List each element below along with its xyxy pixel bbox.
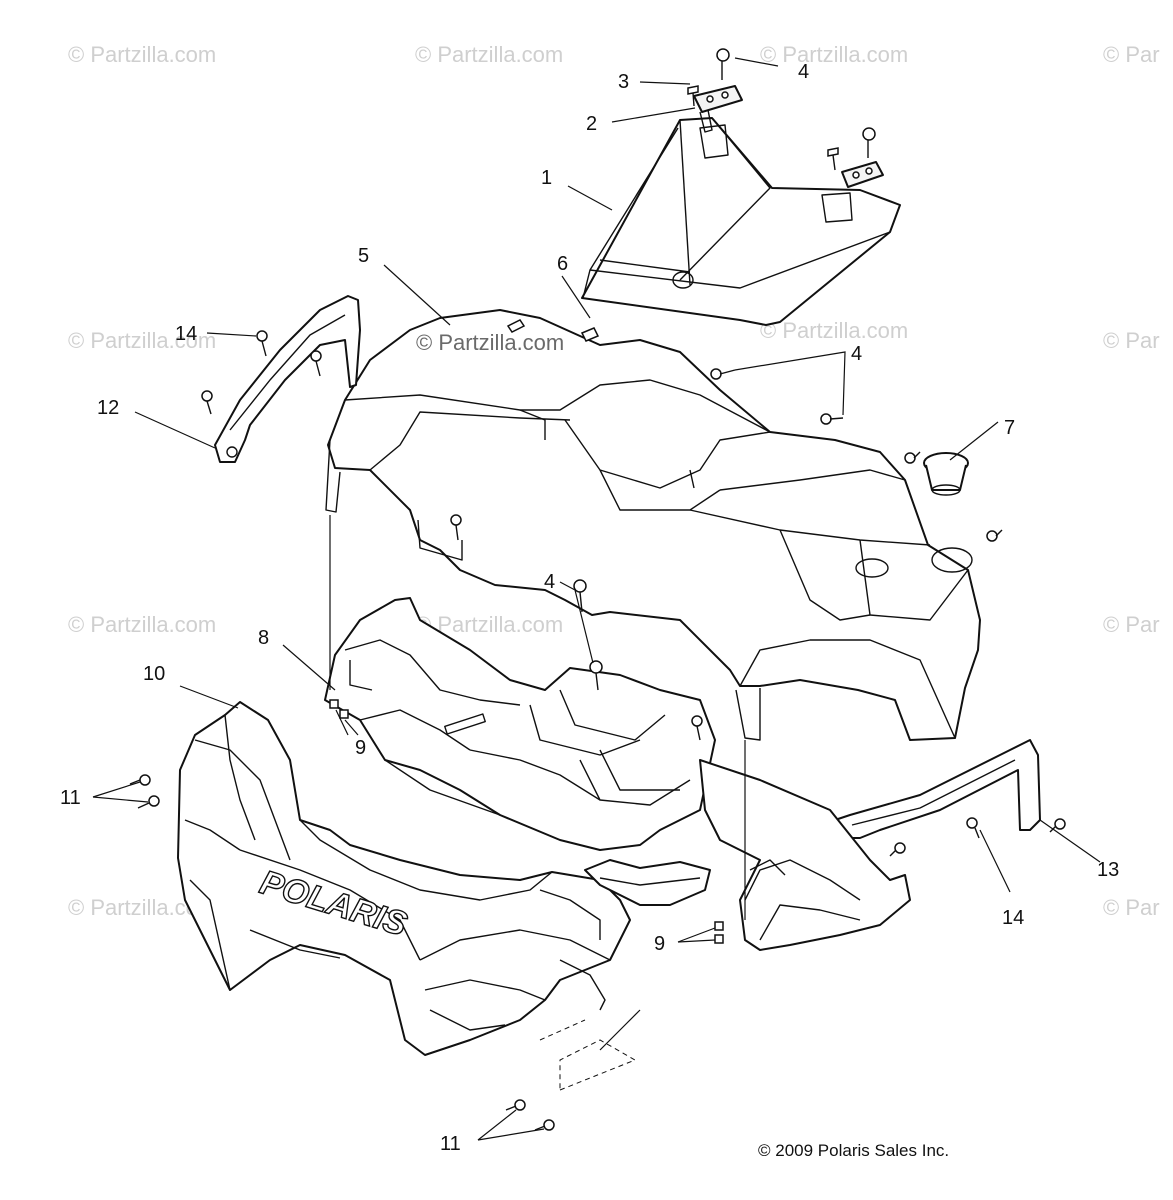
part-8-storage-tray[interactable]	[324, 597, 716, 851]
callout-14-right: 14	[1002, 907, 1024, 929]
callout-1: 1	[541, 167, 552, 189]
part-7-cup-holder[interactable]	[923, 452, 969, 496]
callout-4-mid: 4	[851, 343, 862, 365]
callout-4-lower: 4	[544, 571, 555, 593]
fasteners[interactable]	[129, 319, 1066, 1131]
callout-2: 2	[586, 113, 597, 135]
callout-9-left: 9	[355, 737, 366, 759]
part-2-hinge[interactable]	[693, 85, 884, 188]
watermark: © Partzilla.com	[760, 42, 908, 67]
callout-11-bottom: 11	[440, 1133, 461, 1155]
part-13-right-bracket[interactable]	[834, 739, 1041, 839]
leader-lines	[92, 57, 1101, 1141]
watermark: © Par	[1103, 42, 1160, 67]
watermark: © Par	[1103, 328, 1160, 353]
callout-7: 7	[1004, 417, 1015, 439]
callout-numbers: 3 4 2 1 5 6 14 4 7 12 4 8 10 9 11 9 13 1…	[60, 61, 1119, 1155]
part-10-front-fascia[interactable]	[177, 701, 631, 1056]
callout-13: 13	[1097, 859, 1119, 881]
watermark: © Partzilla.com	[68, 328, 216, 353]
hood-fasteners[interactable]	[687, 48, 876, 171]
watermark: © Par	[1103, 612, 1160, 637]
floor-plate[interactable]	[584, 859, 711, 906]
part-5-front-cab[interactable]	[325, 309, 981, 741]
callout-4: 4	[798, 61, 809, 83]
callout-8: 8	[258, 627, 269, 649]
callout-10: 10	[143, 663, 165, 685]
part-1-hood[interactable]	[581, 117, 901, 326]
right-footwell-panel[interactable]	[699, 759, 911, 951]
copyright-text: © 2009 Polaris Sales Inc.	[758, 1141, 949, 1160]
watermark: © Partzilla.com	[68, 42, 216, 67]
callout-6: 6	[557, 253, 568, 275]
callout-9-right: 9	[654, 933, 665, 955]
callout-11-left: 11	[60, 787, 81, 809]
callout-14-left: 14	[175, 323, 197, 345]
assembly-lines	[329, 515, 746, 1091]
watermark: © Partzilla.com	[68, 612, 216, 637]
watermark-main: © Partzilla.com	[416, 330, 564, 355]
watermark: © Partzilla.com	[760, 318, 908, 343]
watermark: © Par	[1103, 895, 1160, 920]
watermark: © Partzilla.com	[415, 42, 563, 67]
callout-5: 5	[358, 245, 369, 267]
part-12-left-bracket[interactable]	[214, 295, 361, 463]
callout-12: 12	[97, 397, 119, 419]
callout-3: 3	[618, 71, 629, 93]
